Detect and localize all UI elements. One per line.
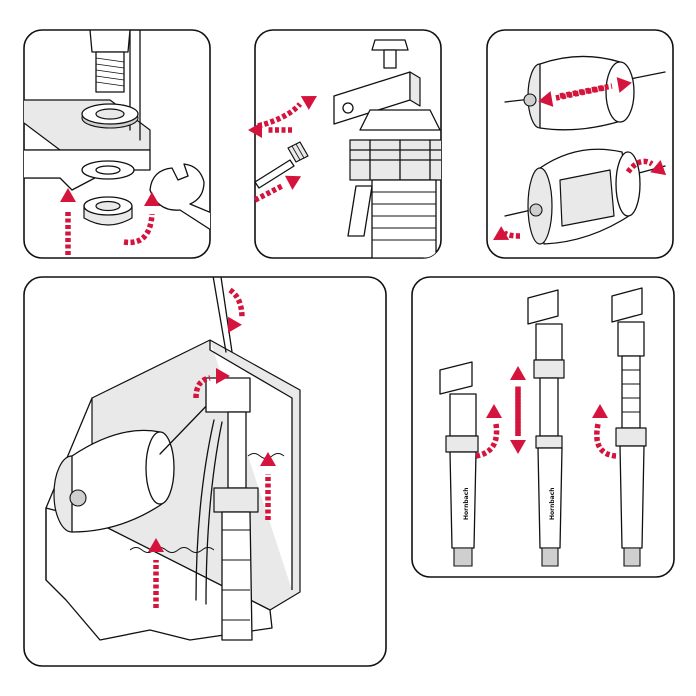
screw-icon <box>89 30 131 93</box>
arrow-curve-4c <box>193 368 230 399</box>
panel-step-2 <box>254 29 442 259</box>
panel-step-5: Hornbach Hornbach <box>411 276 675 578</box>
panel-step-1 <box>23 29 211 259</box>
direction-arrows <box>60 77 667 608</box>
arrow-float-width-b <box>538 85 605 107</box>
float-valve-icon <box>53 377 259 641</box>
arrow-vert-5b <box>510 366 526 436</box>
panel-step-4 <box>23 276 387 667</box>
arrow-curve-3a <box>625 158 667 176</box>
arrow-top-4 <box>228 287 245 333</box>
arrow-up-4a <box>148 538 164 608</box>
arrow-curve-5c <box>592 404 617 459</box>
telescopic-valve-icon: Hornbach Hornbach <box>439 287 647 567</box>
arrow-curve-3b <box>493 226 521 240</box>
hose-fitting-icon <box>255 141 309 189</box>
valve-head-icon <box>333 39 441 258</box>
arrow-curve-1 <box>123 192 160 246</box>
washer-icon <box>81 103 139 180</box>
arrow-curve-5a <box>475 404 502 459</box>
brand-label: Hornbach <box>463 487 470 520</box>
arrow-left-2 <box>248 122 292 138</box>
nut-icon <box>83 196 133 226</box>
arrow-up-4b <box>260 452 276 520</box>
arrow-right-2 <box>253 175 302 203</box>
brand-label-b: Hornbach <box>549 487 556 520</box>
wrench-icon <box>149 163 210 233</box>
arrow-curve-2a <box>257 96 317 129</box>
panel-step-3 <box>486 29 674 259</box>
arrow-up-1 <box>60 188 76 255</box>
